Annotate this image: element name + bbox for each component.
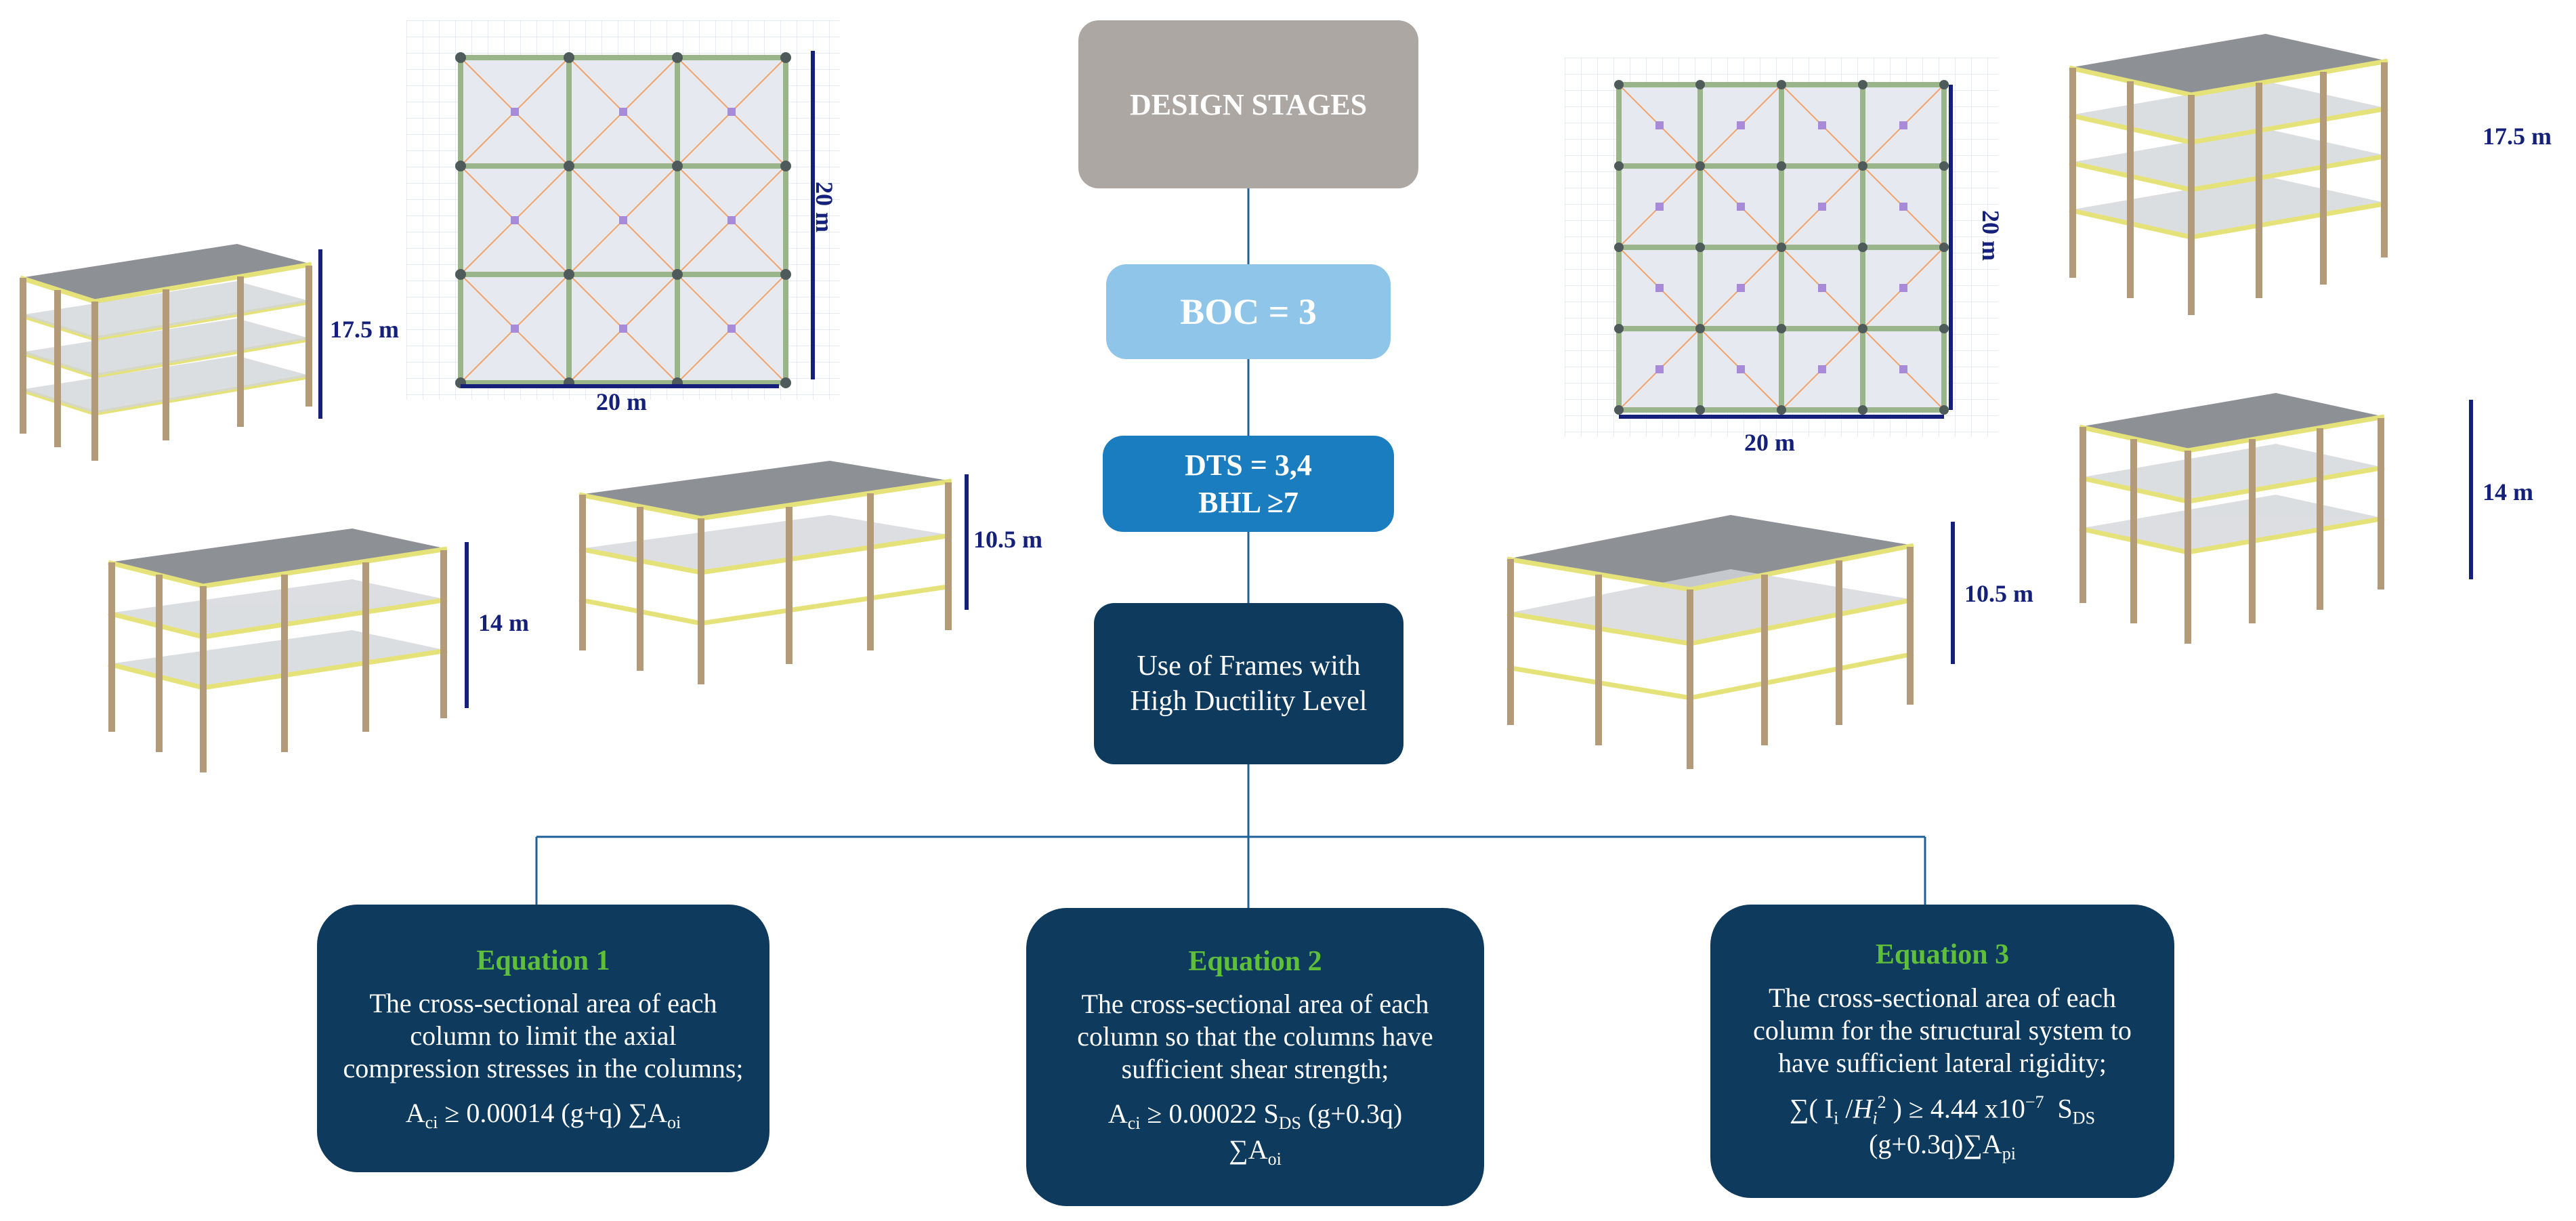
dts-bhl-box: DTS = 3,4 BHL ≥7 [1103, 436, 1394, 532]
equation-2-title: Equation 2 [1188, 945, 1322, 977]
left-14-label: 14 m [478, 609, 529, 636]
frames-label-line2: High Ductility Level [1130, 686, 1368, 717]
left-105-dimension-line [965, 474, 969, 610]
right-building-4-storey [2079, 393, 2385, 644]
right-105-dimension-line [1951, 522, 1955, 664]
design-stages-label: DESIGN STAGES [1129, 87, 1368, 121]
equation-1-formula: Aci ≥ 0.00014 (g+q) ∑Aoi [405, 1098, 681, 1133]
right-105-label: 10.5 m [1964, 580, 2033, 607]
equation-1-title: Equation 1 [476, 945, 610, 976]
frames-ductility-box: Use of Frames with High Ductility Level [1094, 603, 1403, 764]
left-plan-width-label: 20 m [596, 388, 647, 415]
design-stages-box: DESIGN STAGES [1078, 20, 1418, 188]
equation-3-title: Equation 3 [1875, 939, 2010, 971]
equation-2-formula: Aci ≥ 0.00022 SDS (g+0.3q)∑Aoi [1107, 1098, 1403, 1170]
equation-3-text: The cross-sectional area of each column … [1753, 982, 2132, 1078]
equation-3-box: Equation 3 The cross-sectional area of e… [1710, 905, 2174, 1198]
left-175-label: 17.5 m [330, 316, 399, 343]
left-building-3-storey [578, 461, 952, 684]
right-floor-plan [1565, 58, 1998, 437]
left-175-dimension-line [318, 249, 322, 419]
left-105-label: 10.5 m [973, 526, 1042, 553]
boc-box: BOC = 3 [1106, 264, 1391, 359]
right-building-3-storey [1506, 515, 1914, 769]
equation-1-box: Equation 1 The cross-sectional area of e… [317, 905, 769, 1172]
right-175-label: 17.5 m [2483, 123, 2552, 150]
right-14-dimension-line [2469, 400, 2473, 579]
bhl-label: BHL ≥7 [1198, 486, 1298, 519]
frames-label-line1: Use of Frames with [1137, 650, 1361, 682]
left-building-4-storey [108, 529, 448, 772]
dts-label: DTS = 3,4 [1185, 449, 1312, 482]
left-plan-height-label: 20 m [811, 182, 838, 232]
right-plan-height-label: 20 m [1977, 210, 2004, 261]
equation-2-text: The cross-sectional area of each column … [1077, 989, 1433, 1084]
left-building-5-storey [19, 244, 312, 461]
right-14-label: 14 m [2483, 478, 2533, 505]
left-floor-plan [406, 20, 840, 400]
right-building-5-storey [2069, 34, 2388, 315]
left-14-dimension-line [465, 542, 469, 708]
equation-2-box: Equation 2 The cross-sectional area of e… [1026, 908, 1484, 1206]
boc-label: BOC = 3 [1180, 291, 1317, 332]
equation-1-text: The cross-sectional area of each column … [343, 988, 744, 1084]
equation-3-formula: ∑( Ii /Hi2 ) ≥ 4.44 x10−7 SDS(g+0.3q)∑Ap… [1789, 1092, 2096, 1164]
right-plan-width-label: 20 m [1744, 429, 1795, 456]
